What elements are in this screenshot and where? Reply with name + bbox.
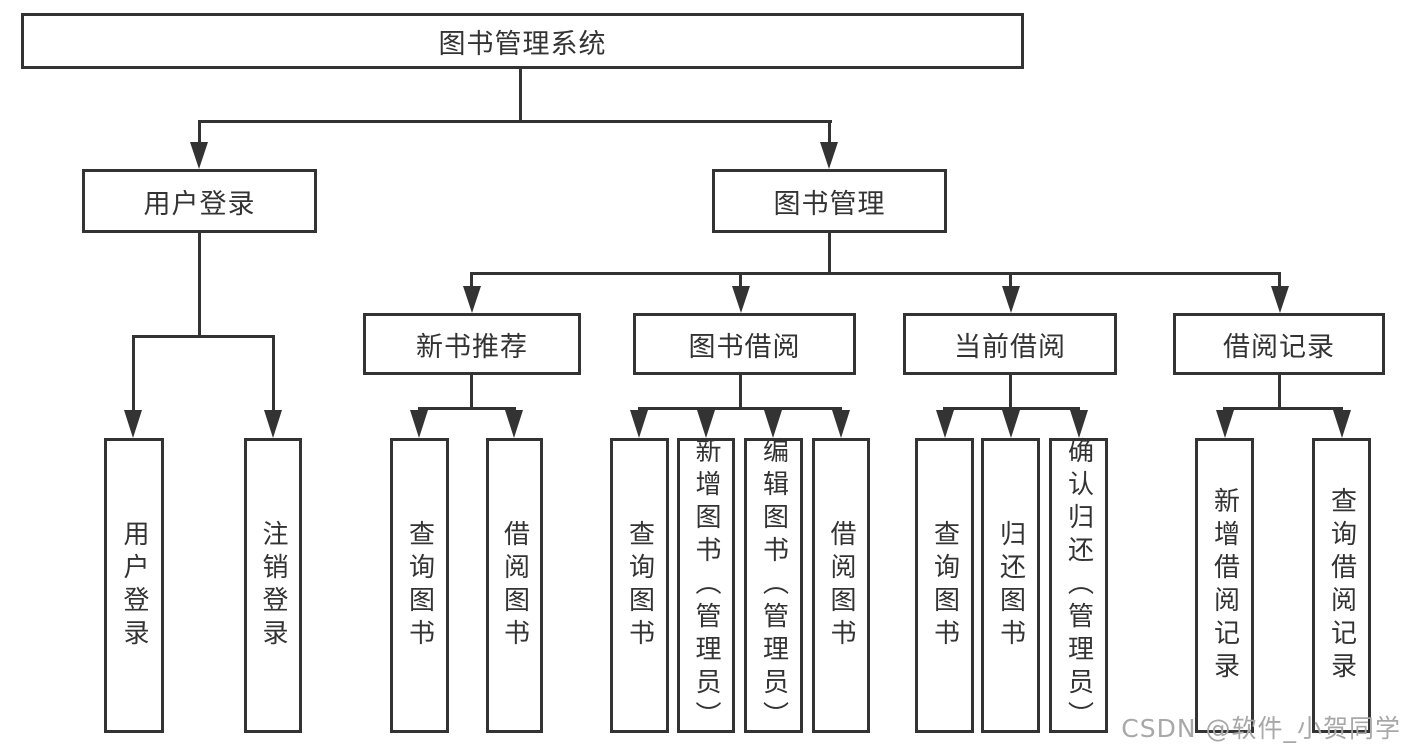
connector-drop-current-borrow [1009,272,1012,286]
connector-drop-borrow-record [1278,272,1281,286]
arrow-down-icon [1070,410,1088,438]
node-user-login: 用户登录 [82,169,317,233]
leaf-query-book-3-label: 查询图书 [929,519,960,652]
connector-user-login-stem [198,233,201,338]
connector-book-borrow-rail [638,407,842,410]
leaf-query-borrow-record: 查询借阅记录 [1312,438,1371,733]
connector-user-login-rail [132,335,275,338]
node-root-label: 图书管理系统 [438,28,607,60]
leaf-confirm-return-admin-label: 确认归还（管理员） [1063,437,1094,734]
node-book-management: 图书管理 [712,169,947,233]
arrow-down-icon [190,142,208,169]
leaf-add-borrow-record-label: 新增借阅记录 [1209,486,1240,685]
connector-book-borrow-stem [739,375,742,410]
connector-current-borrow-rail [943,407,1080,410]
leaf-borrow-book-2-label: 借阅图书 [826,519,856,652]
leaf-borrow-book-1-label: 借阅图书 [499,519,530,652]
leaf-query-book-2-label: 查询图书 [624,519,655,652]
arrow-down-icon [820,142,838,169]
leaf-logout: 注销登录 [244,438,302,733]
connector-borrow-record-rail [1223,407,1343,410]
csdn-watermark: CSDN @软件_小贺同学 [1121,714,1401,743]
leaf-borrow-book-1: 借阅图书 [486,438,543,733]
node-root: 图书管理系统 [21,13,1024,69]
leaf-query-borrow-record-label: 查询借阅记录 [1326,486,1357,685]
connector-borrow-record-stem [1278,375,1281,410]
connector-new-book-stem [470,375,473,410]
leaf-add-book-admin-label: 新增图书（管理员） [691,437,721,734]
connector-root-rail [198,120,832,123]
connector-new-book-rail [418,407,516,410]
connector-drop-logout-leaf [272,335,275,410]
node-book-borrow-label: 图书借阅 [688,331,801,363]
node-new-book-recommend-label: 新书推荐 [416,331,528,363]
leaf-edit-book-admin: 编辑图书（管理员） [744,437,803,734]
connector-drop-user-login [198,120,201,142]
arrow-down-icon [1271,286,1289,313]
connector-drop-login-leaf [132,335,135,410]
arrow-down-icon [463,286,481,313]
node-borrow-record: 借阅记录 [1173,313,1385,375]
leaf-return-book-label: 归还图书 [995,519,1026,652]
arrow-down-icon [124,410,142,438]
connector-drop-book-borrow [739,272,742,286]
arrow-down-icon [1002,410,1020,438]
leaf-return-book: 归还图书 [981,438,1040,733]
connector-root-stem [519,69,522,123]
leaf-query-book-1: 查询图书 [390,438,449,733]
arrow-down-icon [1333,410,1351,438]
arrow-down-icon [264,410,282,438]
connector-book-mgmt-stem [828,233,831,275]
arrow-down-icon [410,410,428,438]
arrow-down-icon [697,410,715,438]
node-book-management-label: 图书管理 [773,188,886,220]
arrow-down-icon [732,286,750,313]
connector-current-borrow-stem [1009,375,1012,410]
leaf-query-book-1-label: 查询图书 [404,519,435,652]
leaf-query-book-2: 查询图书 [610,438,669,733]
connector-drop-book-mgmt [828,120,831,142]
leaf-confirm-return-admin: 确认归还（管理员） [1049,437,1108,734]
arrow-down-icon [630,410,648,438]
node-new-book-recommend: 新书推荐 [363,313,581,375]
arrow-down-icon [1002,286,1020,313]
arrow-down-icon [1216,410,1234,438]
leaf-logout-label: 注销登录 [258,519,288,652]
connector-drop-new-book [470,272,473,286]
node-book-borrow: 图书借阅 [633,313,856,375]
leaf-user-login-label: 用户登录 [119,519,149,652]
node-user-login-label: 用户登录 [143,188,256,220]
leaf-add-book-admin: 新增图书（管理员） [677,437,735,734]
arrow-down-icon [764,410,782,438]
leaf-edit-book-admin-label: 编辑图书（管理员） [758,437,789,734]
leaf-user-login: 用户登录 [104,438,164,733]
connector-book-mgmt-rail [470,272,1281,275]
node-current-borrow: 当前借阅 [903,313,1117,375]
leaf-borrow-book-2: 借阅图书 [812,438,870,733]
leaf-query-book-3: 查询图书 [915,438,974,733]
node-borrow-record-label: 借阅记录 [1223,331,1335,363]
arrow-down-icon [505,410,523,438]
arrow-down-icon [832,410,850,438]
node-current-borrow-label: 当前借阅 [954,331,1066,363]
leaf-add-borrow-record: 新增借阅记录 [1195,438,1254,733]
arrow-down-icon [936,410,954,438]
